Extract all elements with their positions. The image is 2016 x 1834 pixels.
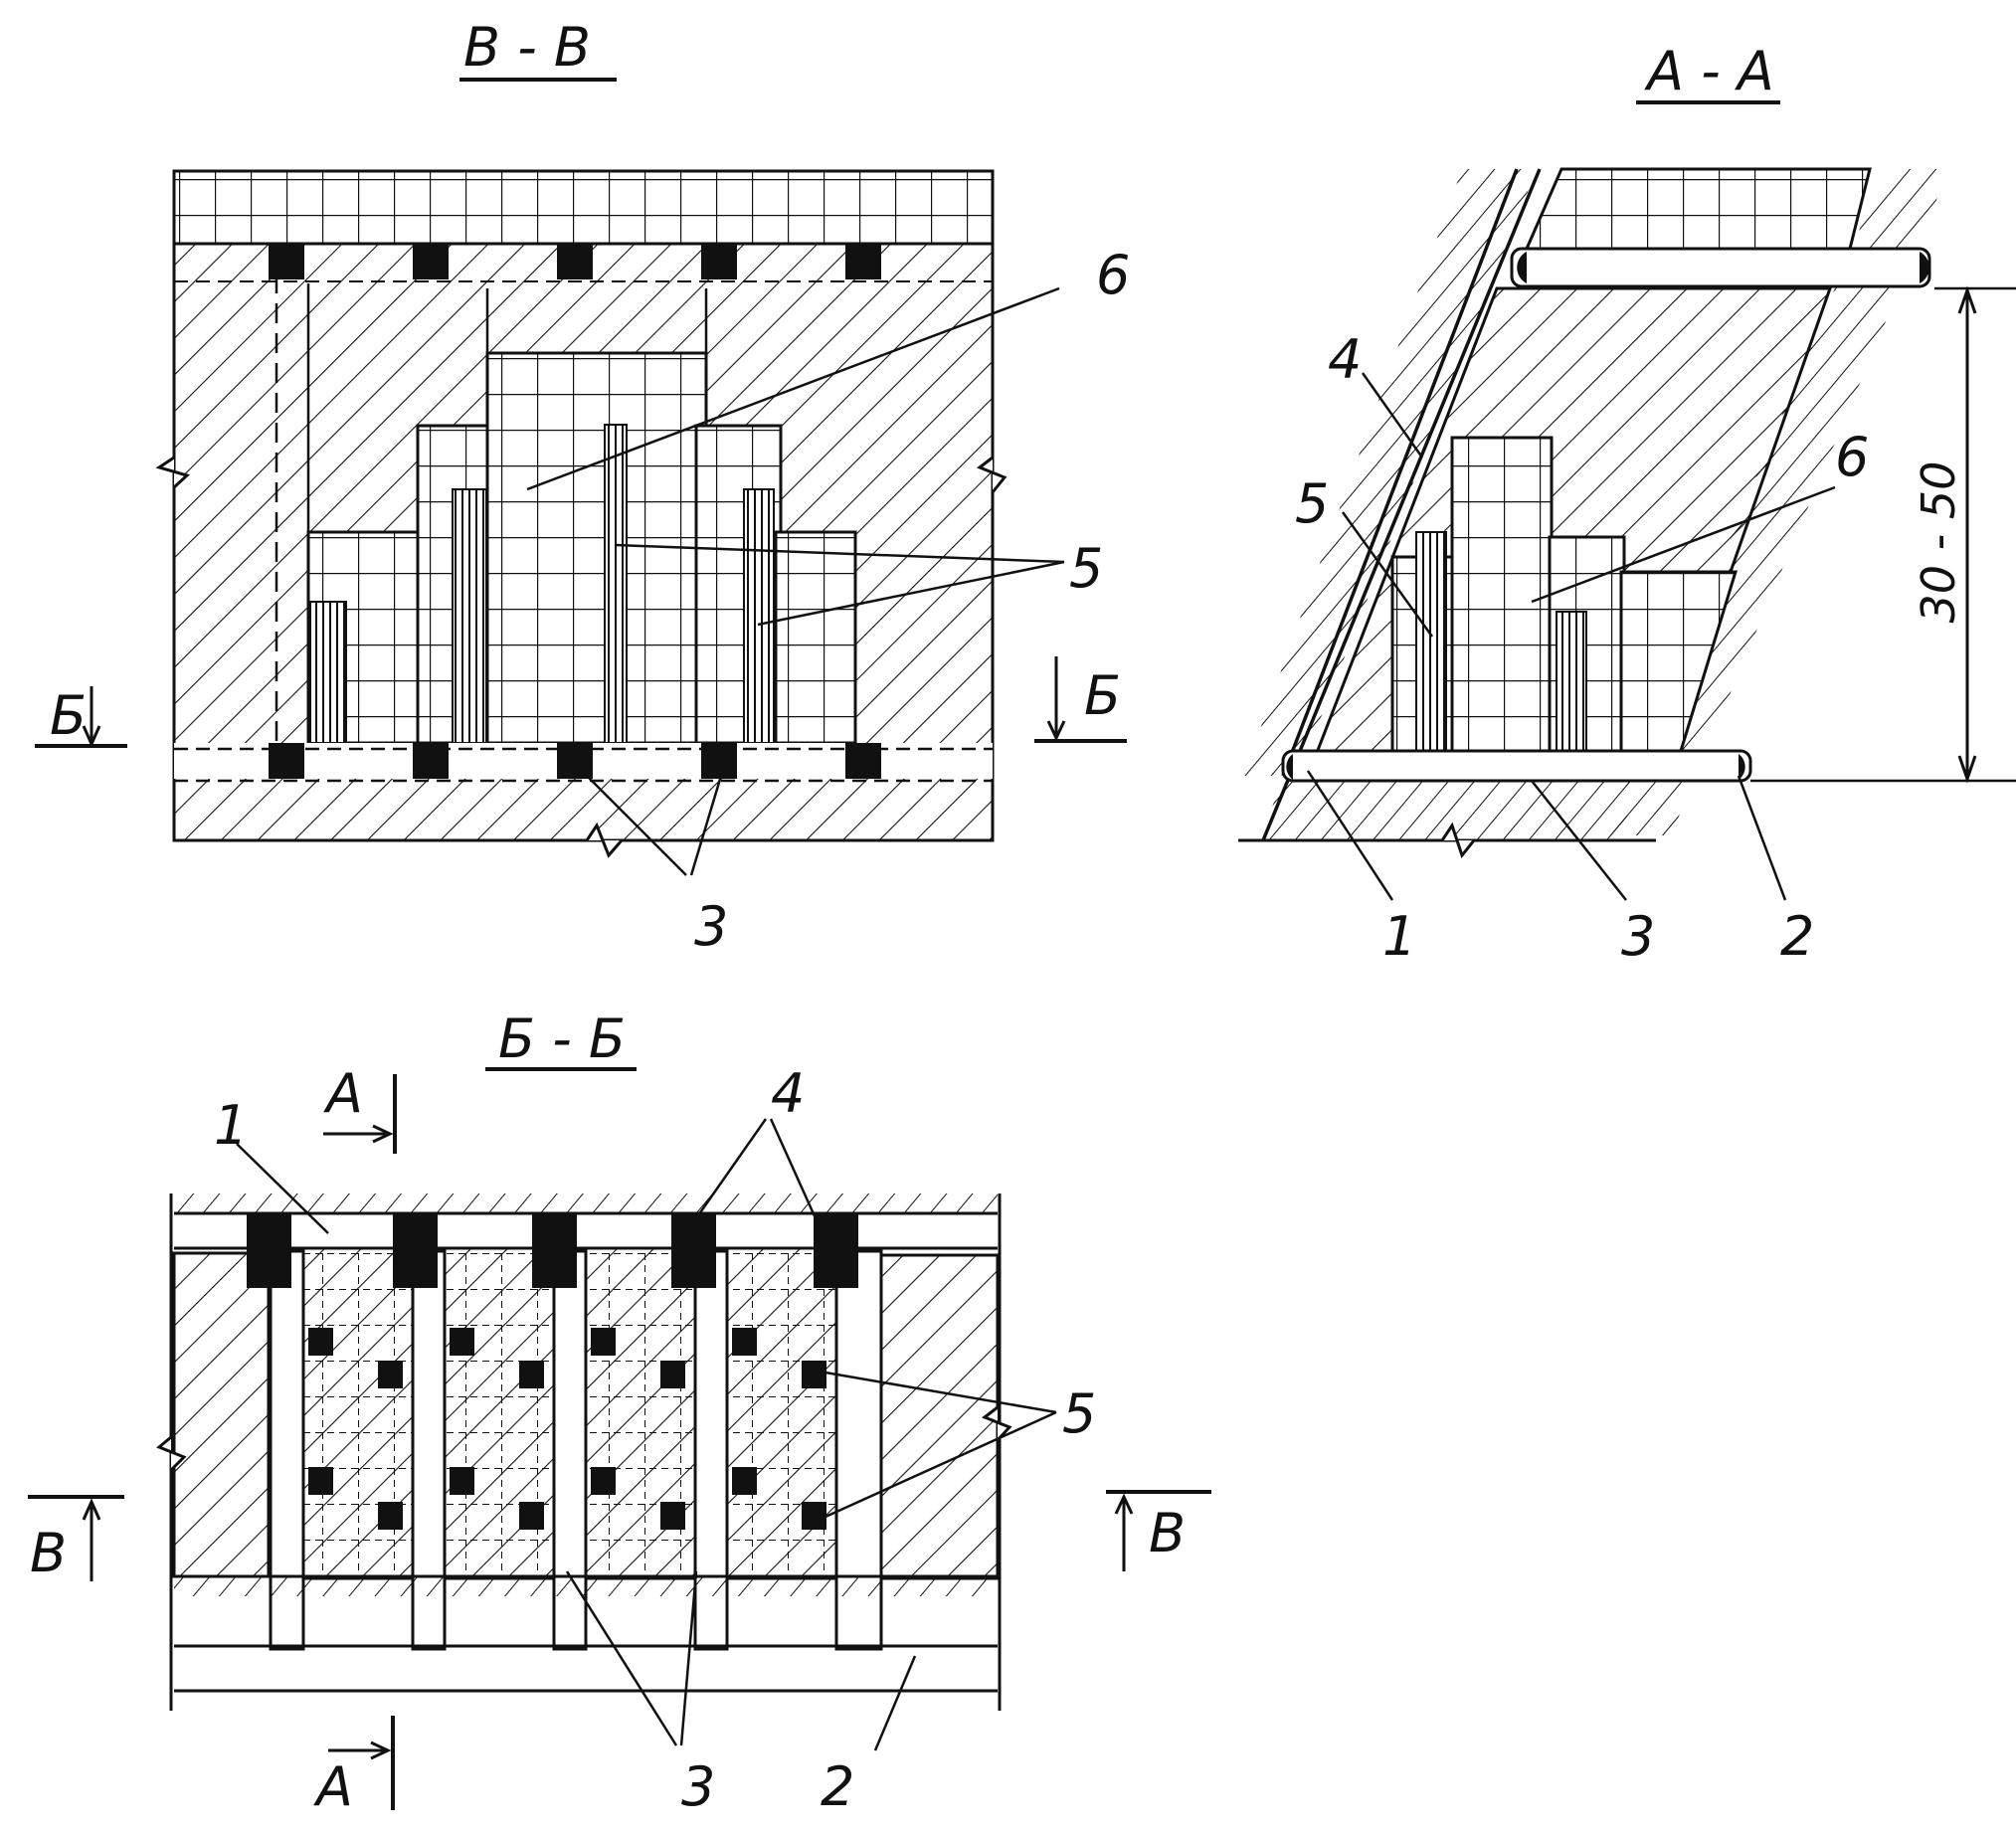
callout-3: 3 bbox=[694, 895, 728, 958]
callout-bb-4: 4 bbox=[771, 1062, 805, 1125]
section-mark-v-right: В bbox=[1149, 1502, 1186, 1564]
section-mark-a-bottom: А bbox=[313, 1755, 353, 1818]
callout-5: 5 bbox=[1069, 537, 1103, 600]
callout-bb-3: 3 bbox=[681, 1755, 715, 1818]
callout-aa-6: 6 bbox=[1835, 426, 1869, 488]
callout-aa-2: 2 bbox=[1780, 905, 1814, 968]
chamber-block-right bbox=[774, 530, 857, 745]
callout-6: 6 bbox=[1096, 244, 1130, 306]
section-mark-a-top: А bbox=[323, 1062, 363, 1125]
callout-aa-4: 4 bbox=[1328, 328, 1362, 391]
section-mark-b-right: Б bbox=[1084, 664, 1121, 727]
view-bb: Б - Б bbox=[28, 1008, 1211, 1818]
pillar-3 bbox=[604, 424, 628, 744]
section-mark-b-left: Б bbox=[50, 684, 87, 747]
callout-aa-1: 1 bbox=[1382, 905, 1416, 968]
dimension-label: 30 - 50 bbox=[1912, 461, 1965, 624]
section-mark-v-left: В bbox=[30, 1522, 67, 1584]
callout-bb-2: 2 bbox=[821, 1755, 854, 1818]
filled-band-top bbox=[172, 169, 995, 246]
callout-bb-1: 1 bbox=[214, 1094, 248, 1157]
pillar-2 bbox=[452, 488, 487, 744]
callout-bb-5: 5 bbox=[1062, 1382, 1096, 1445]
view-bb-title: Б - Б bbox=[498, 1008, 626, 1070]
pillar-1 bbox=[309, 601, 347, 744]
pillar-4 bbox=[743, 488, 775, 744]
callout-aa-3: 3 bbox=[1621, 905, 1655, 968]
view-aa-title: А - А bbox=[1644, 40, 1774, 102]
view-vv: В - В bbox=[35, 16, 1130, 958]
view-vv-title: В - В bbox=[463, 16, 591, 79]
callout-aa-5: 5 bbox=[1295, 472, 1329, 535]
view-aa: А - А 30 - 50 bbox=[1238, 40, 2016, 968]
